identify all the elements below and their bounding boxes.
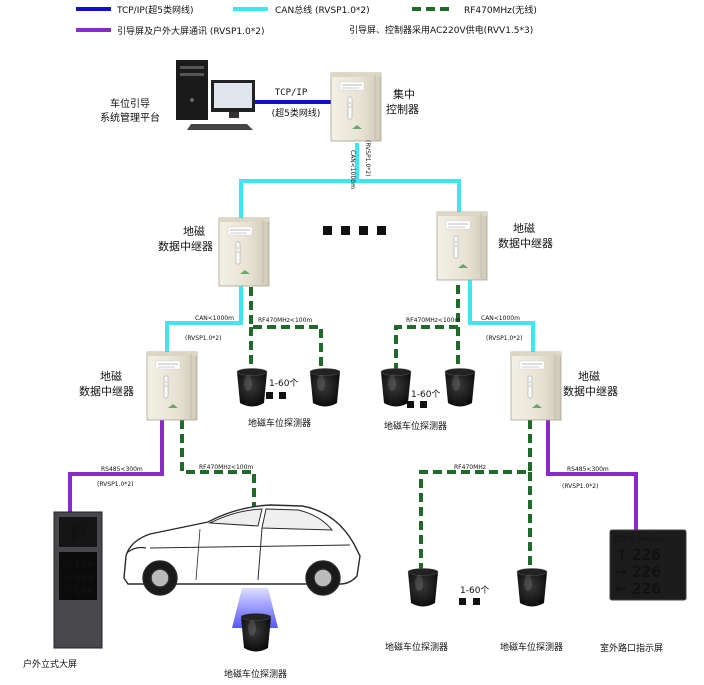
road-sign-arrow-1: ↑ [616,547,628,563]
tcp-link-label-1: TCP/IP [275,88,308,98]
car [123,504,361,596]
count-c-dot-1 [459,598,466,605]
rvsp-label-bottom-right: (RVSP1.0*2) [562,483,598,490]
relay-top-right-label-1: 地磁 [513,222,535,235]
relay-top-left [218,217,270,287]
outdoor-row-3-level: B3 [62,587,73,597]
rf-legend-label: RF470MHz(无线) [464,4,537,16]
count-c: 1-60个 [460,585,489,596]
detector-b1 [380,368,412,407]
road-sign-screen: 空车位 parking ↑ 226 → 226 ← 226 [609,529,687,601]
platform-label-2: 系统管理平台 [100,111,160,124]
more-relays-ellipsis [323,226,386,235]
pc-tower [176,60,208,120]
rf-label-bottom-right: RF470MHz [454,464,486,471]
power-note: 引导屏、控制器采用AC220V供电(RVV1.5*3) [349,24,533,36]
detector-label-a: 地磁车位探测器 [248,417,311,429]
can-wires [165,143,535,355]
rvsp-label-bottom-left: (RVSP1.0*2) [97,481,133,488]
detector-b2 [444,368,476,407]
controller-can-label-2: (RVSP1.0*2) [364,140,371,176]
rs485-label-left: RS485<300m [101,466,143,473]
detector-label-b: 地磁车位探测器 [384,420,447,432]
count-b-dot-1 [407,401,414,408]
count-b: 1-60个 [411,389,440,400]
detector-c2 [516,568,548,607]
relay-mid-right-label-1: 地磁 [578,370,600,383]
platform-label-1: 车位引导 [110,97,150,110]
management-computer [176,60,255,130]
count-b-dot-2 [420,401,427,408]
count-a: 1-60个 [269,378,298,389]
outdoor-screen: P B1 136 B2 099 B3 180 [53,511,103,649]
tcp-link-label-2: (超5类网线) [272,107,321,119]
display-wires [68,420,638,530]
count-c-dot-2 [473,598,480,605]
rvsp-label-right: (RVSP1.0*2) [486,335,522,342]
rf-label-car: RF470MHz<100m [199,464,253,471]
relay-mid-left-label-1: 地磁 [100,370,122,383]
can-label-left: CAN<1000m [195,315,234,322]
outdoor-screen-p: P [70,523,86,548]
controller-label-1: 集中 [393,87,415,101]
detector-label-car: 地磁车位探测器 [224,668,287,680]
count-a-dot-1 [266,392,273,399]
road-sign-title: 室外路口指示屏 [600,642,663,654]
can-label-right: CAN<1000m [481,315,520,322]
relay-top-right-label-2: 数据中继器 [498,236,553,250]
controller-can-label-1: CAN<1000m [349,150,356,189]
controller-label-2: 控制器 [386,102,419,116]
outdoor-row-1-value: 136 [74,557,94,570]
road-sign-value-2: 226 [632,562,661,581]
display-comm-legend-label: 引导屏及户外大屏通讯 (RVSP1.0*2) [117,25,264,37]
central-controller [330,72,382,142]
road-sign-value-3: 226 [632,579,661,598]
can-legend-label: CAN总线 (RVSP1.0*2) [275,4,370,16]
relay-mid-right-label-2: 数据中继器 [563,384,618,398]
detector-label-c1: 地磁车位探测器 [385,641,448,653]
relay-mid-left-label-2: 数据中继器 [79,384,134,398]
count-a-dot-2 [279,392,286,399]
keyboard [187,124,253,130]
detector-label-c2: 地磁车位探测器 [500,641,563,653]
rf-label-top-right: RF470MHz<100m [406,317,460,324]
legend: TCP/IP(超5类网线) CAN总线 (RVSP1.0*2) RF470MHz… [76,4,537,37]
tcp-legend-label: TCP/IP(超5类网线) [116,4,194,16]
road-sign-value-1: 226 [632,545,661,564]
road-sign-header: 空车位 parking [614,534,664,543]
relay-mid-right [510,351,562,421]
rs485-label-right: RS485<300m [567,466,609,473]
outdoor-row-3-value: 180 [74,585,94,598]
relay-top-left-label-2: 数据中继器 [158,239,213,253]
detector-c1 [407,568,439,607]
relay-top-right [436,211,488,281]
detector-under-car [240,613,272,652]
rf-label-top-left: RF470MHz<100m [258,317,312,324]
detector-a1 [236,368,268,407]
outdoor-row-2-value: 099 [74,571,94,584]
rvsp-label-left: (RVSP1.0*2) [185,335,221,342]
road-sign-arrow-2: → [615,564,627,580]
outdoor-row-1-level: B1 [62,559,73,569]
road-sign-arrow-3: ← [615,581,627,597]
rf-wires [180,285,532,572]
outdoor-row-2-level: B2 [62,573,73,583]
relay-mid-left [146,351,198,421]
detector-a2 [309,368,341,407]
relay-top-left-label-1: 地磁 [183,225,205,238]
outdoor-screen-title: 户外立式大屏 [23,658,77,670]
